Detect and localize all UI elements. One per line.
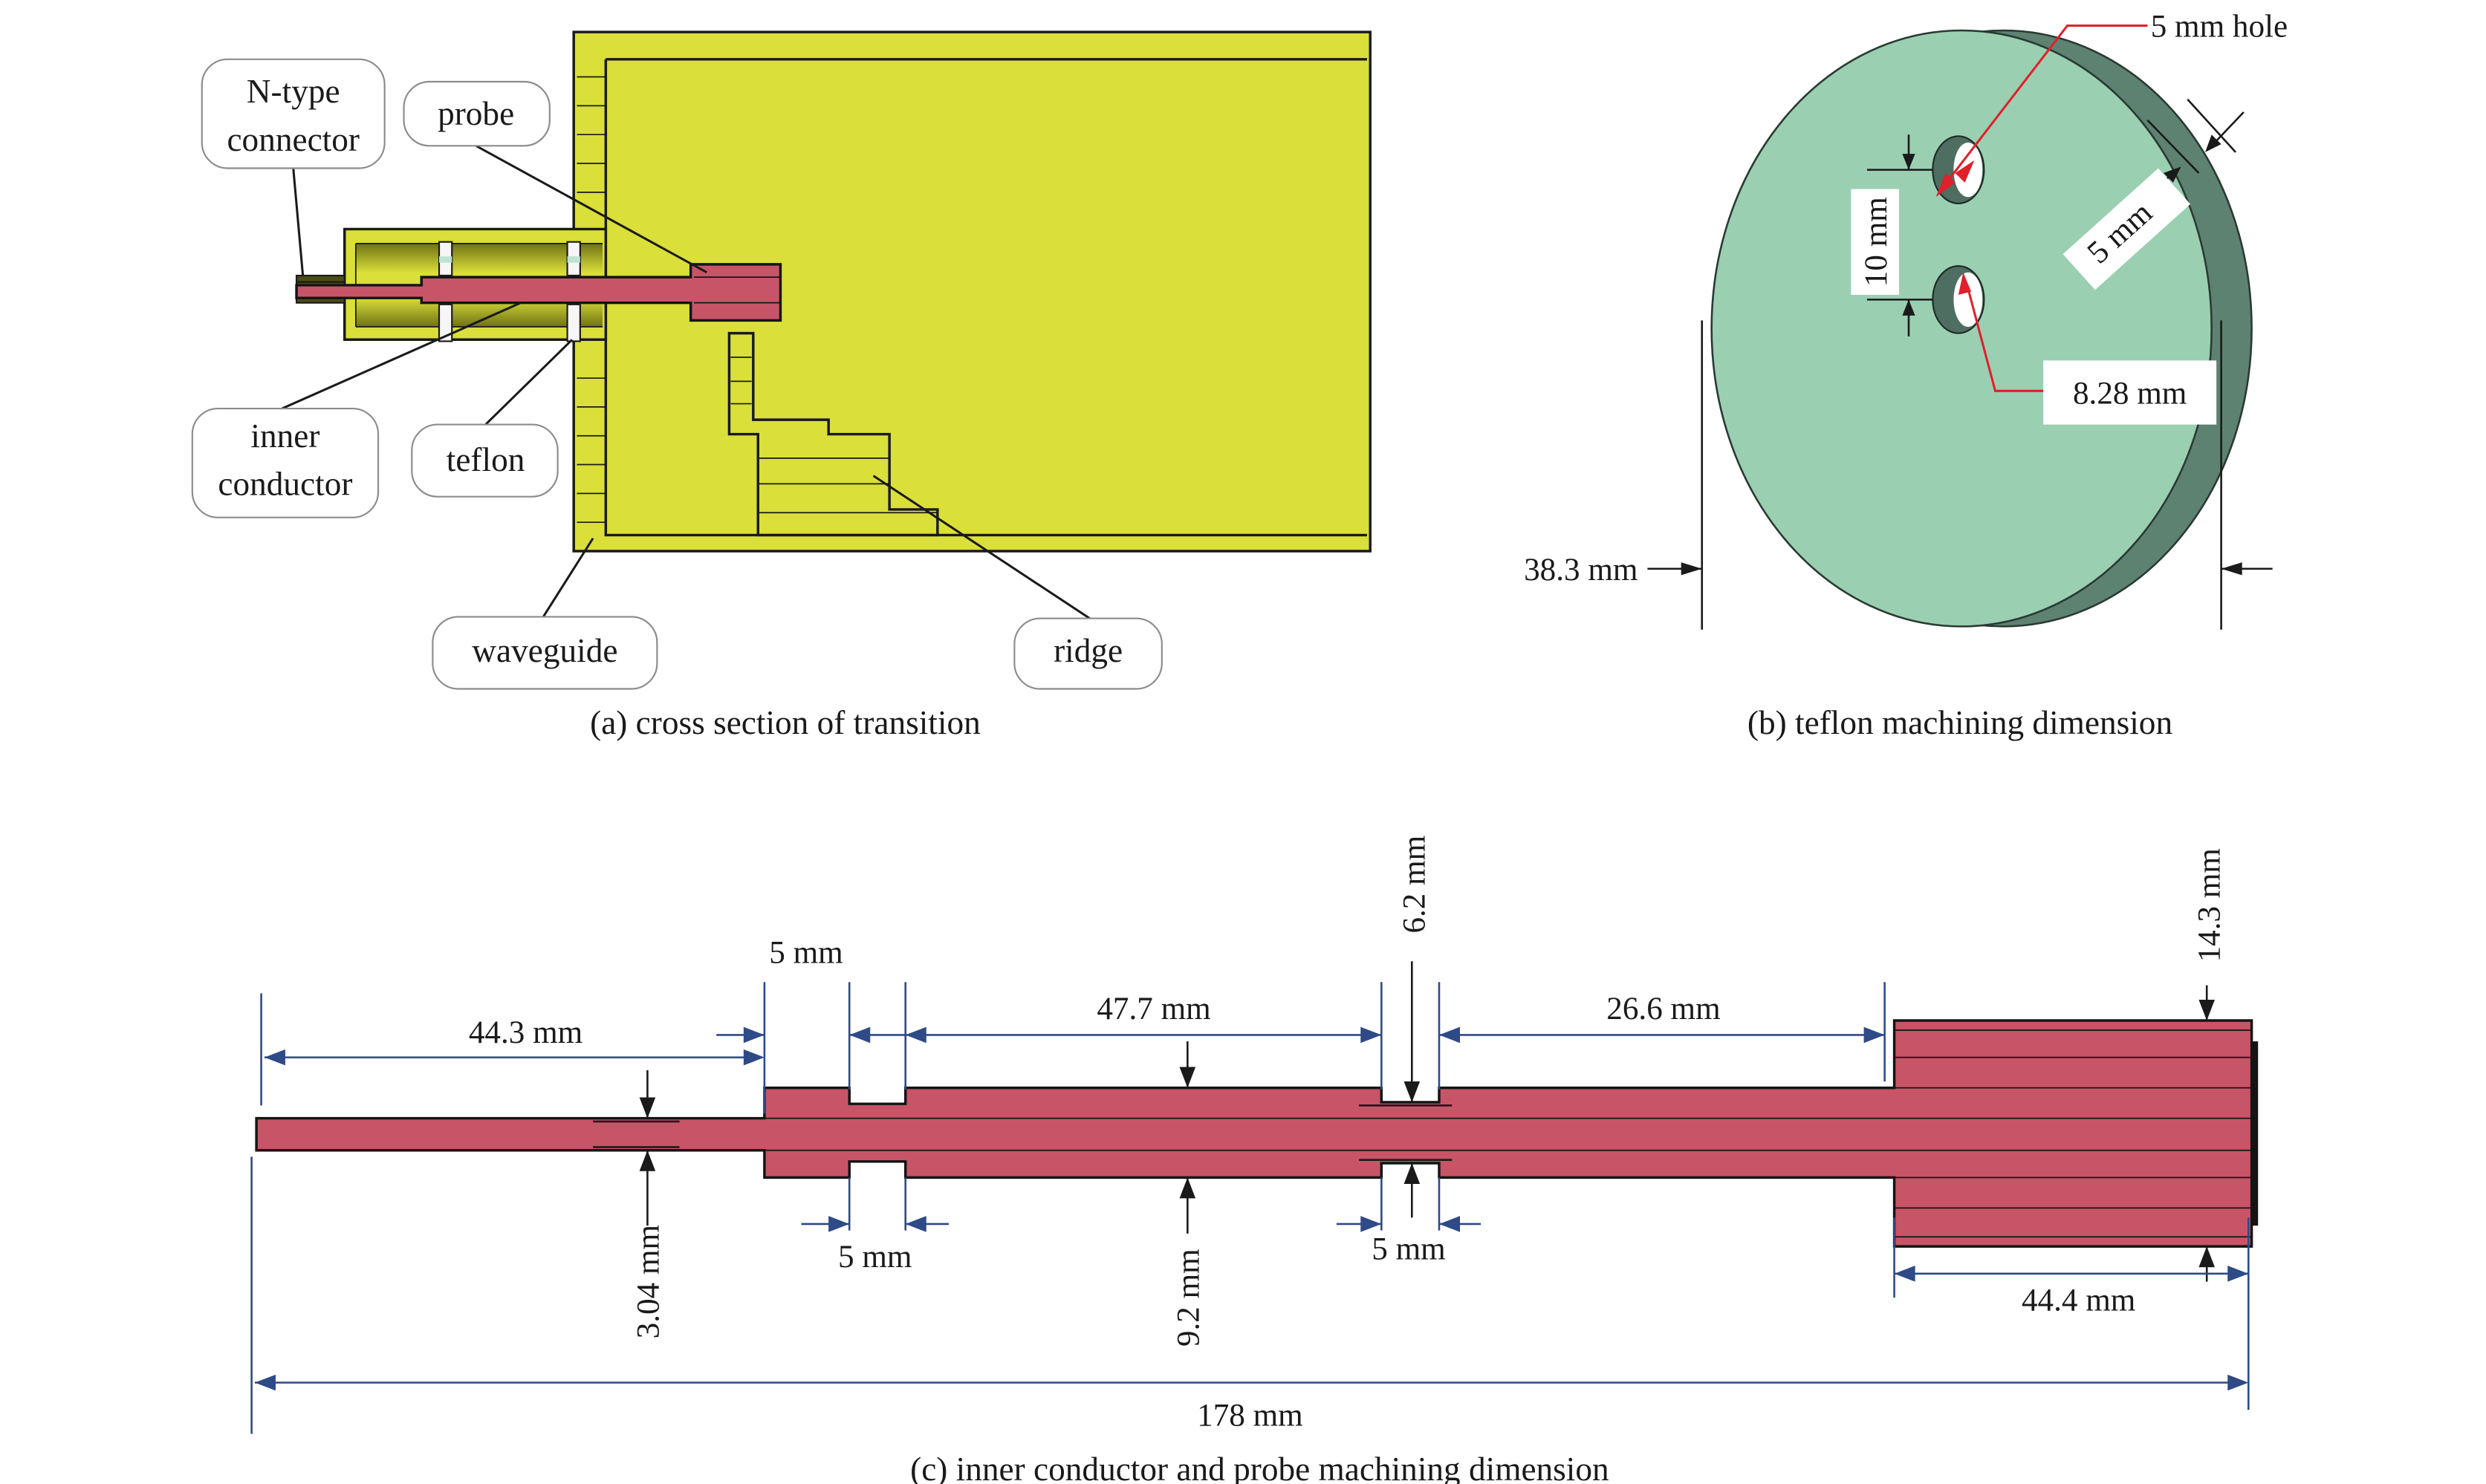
leader-ridge xyxy=(872,475,1091,619)
dim-probe-gap: 26.6 mm xyxy=(1438,982,1886,1090)
panel-c-caption: (c) inner conductor and probe machining … xyxy=(910,1451,1609,1484)
callout-waveguide: waveguide xyxy=(432,616,658,690)
dim-first-length: 44.3 mm xyxy=(260,982,766,1114)
callout-ridge-text: ridge xyxy=(1054,632,1123,669)
dim-groove1-bottom: 5 mm xyxy=(801,1177,949,1275)
callout-inner-conductor: inner conductor xyxy=(191,407,380,518)
panel-b-teflon: 5 mm hole 10 mm 8.28 mm xyxy=(1524,10,2288,741)
inner-conductor-and-probe xyxy=(295,263,782,322)
dim-mid-length: 47.7 mm xyxy=(905,982,1383,1090)
dim-groove-depth: 6.2 mm xyxy=(1359,836,1453,1218)
ridge xyxy=(727,331,939,537)
dim-spacing-label: 10 mm xyxy=(1859,197,1894,287)
callout-probe-text: probe xyxy=(438,95,514,132)
dim-thin-diameter: 3.04 mm xyxy=(593,1070,680,1338)
leader-n-type xyxy=(292,168,305,276)
callout-probe: probe xyxy=(403,80,551,147)
dim-hole-spacing: 10 mm xyxy=(1851,134,1933,336)
dim-groove-depth-label: 6.2 mm xyxy=(1398,836,1432,934)
callout-waveguide-text: waveguide xyxy=(472,632,617,669)
dim-probe-gap-label: 26.6 mm xyxy=(1606,992,1720,1026)
dim-groove2-bottom: 5 mm xyxy=(1336,1177,1481,1266)
dim-total-length-label: 178 mm xyxy=(1197,1399,1303,1433)
dim-groove2-bottom-label: 5 mm xyxy=(1372,1231,1445,1266)
dim-thin-diameter-label: 3.04 mm xyxy=(632,1225,666,1338)
dim-mid-length-label: 47.7 mm xyxy=(1097,992,1210,1026)
dim-groove1-bottom-label: 5 mm xyxy=(838,1240,912,1275)
dim-probe-length: 44.4 mm xyxy=(1893,1217,2250,1410)
panel-c-inner-conductor: 44.3 mm 5 mm 47.7 mm xyxy=(250,836,2259,1484)
dim-groove1-top: 5 mm xyxy=(716,935,906,1090)
callout-teflon-text: teflon xyxy=(447,441,525,478)
callout-teflon: teflon xyxy=(411,423,559,498)
callout-n-type-connector: N-type connector xyxy=(201,58,386,169)
leader-inner-conductor xyxy=(282,302,522,410)
dim-thickness: 5 mm xyxy=(2063,98,2245,290)
callout-inner-line1: inner xyxy=(250,417,319,455)
panel-b-caption: (b) teflon machining dimension xyxy=(1747,704,2172,741)
conductor-body xyxy=(255,1019,2259,1248)
panel-a-caption: (a) cross section of transition xyxy=(590,704,981,741)
callout-n-type-line1: N-type xyxy=(247,73,340,110)
panel-a-cross-section: N-type connector probe inner conductor t… xyxy=(191,30,1372,741)
leader-teflon xyxy=(484,339,574,426)
dim-diameter: 38.3 mm xyxy=(1524,320,2273,630)
callout-inner-line2: conductor xyxy=(218,466,352,503)
dim-hole-callout: 5 mm hole xyxy=(1935,10,2288,198)
leader-probe xyxy=(475,144,707,274)
leader-waveguide xyxy=(542,537,594,618)
dim-probe-length-label: 44.4 mm xyxy=(2022,1283,2135,1318)
callout-ridge: ridge xyxy=(1013,617,1163,690)
dim-first-length-label: 44.3 mm xyxy=(469,1015,582,1050)
dim-hole-offset: 8.28 mm xyxy=(1958,272,2217,425)
dim-main-diameter-label: 9.2 mm xyxy=(1171,1249,1206,1347)
dim-probe-diameter: 14.3 mm xyxy=(2192,848,2227,1282)
dim-groove1-top-label: 5 mm xyxy=(769,935,843,970)
dim-diameter-label: 38.3 mm xyxy=(1524,553,1638,588)
dim-total-length: 178 mm xyxy=(250,1156,2249,1434)
callout-n-type-line2: connector xyxy=(227,121,360,158)
dim-probe-diameter-label: 14.3 mm xyxy=(2192,848,2227,962)
dim-offset-label: 8.28 mm xyxy=(2073,377,2187,411)
dim-main-diameter: 9.2 mm xyxy=(1171,1041,1206,1347)
dim-hole-label: 5 mm hole xyxy=(2151,10,2288,45)
teflon-supports xyxy=(438,241,581,342)
